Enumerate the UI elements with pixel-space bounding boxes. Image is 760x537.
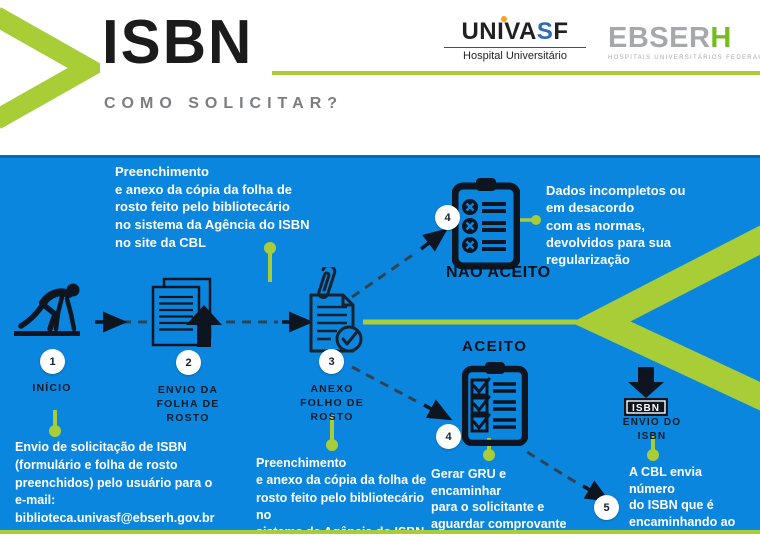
univasf-wordmark: UNIVASF (461, 16, 569, 45)
step-5-number: 5 (594, 495, 619, 520)
isbn-box-label: ISBN (632, 403, 660, 414)
isbn-download-icon: ISBN (624, 367, 668, 416)
univasf-s: S (536, 18, 554, 45)
attachment-document-icon (309, 267, 363, 353)
univasf-tagline: Hospital Universitário (463, 50, 567, 62)
page-title: ISBN (102, 7, 254, 77)
panel-bottom-border (0, 530, 760, 534)
step-2-number: 2 (176, 350, 201, 375)
step-3-note: Preenchimento e anexo da cópia da folha … (256, 456, 427, 537)
univasf-rule (444, 47, 586, 48)
green-dots (49, 215, 659, 461)
univasf-va: VA (504, 18, 537, 45)
title-rule (272, 71, 760, 75)
step-2-note: Preenchimento e anexo da cópia da folha … (115, 164, 310, 250)
flow-lines (49, 215, 760, 502)
step-1-note: Envio de solicitação de ISBN (formulário… (15, 440, 215, 525)
univasf-f: F (553, 18, 569, 45)
step-5-note: A CBL envia número do ISBN que é encamin… (629, 465, 736, 537)
univasf-un: UN (461, 18, 498, 45)
step-4-approved-number: 4 (436, 424, 461, 449)
ebserh-h: H (710, 22, 732, 54)
ebserh-wordmark: EBSERH (608, 24, 748, 53)
step-4-rejected-number: 4 (435, 205, 460, 230)
arrow-up-right-icon (419, 228, 448, 252)
approved-note: Gerar GRU e encaminhar para o solicitant… (431, 467, 567, 537)
ebserh-logo: EBSERH HOSPITAIS UNIVERSITÁRIOS FEDERAIS (608, 24, 760, 62)
ebserh-gray: EBSER (608, 22, 711, 54)
step-5-label: ENVIO DO ISBN (622, 417, 682, 442)
ebserh-tagline: HOSPITAIS UNIVERSITÁRIOS FEDERAIS (608, 55, 760, 61)
rejected-note: Dados incompletos ou em desacordo com as… (546, 183, 686, 268)
univasf-dot-icon (501, 16, 508, 22)
panel-top-border (0, 155, 760, 158)
documents-upload-icon (151, 277, 222, 347)
runner-start-icon (14, 283, 80, 336)
clipboard-rejected-icon (452, 178, 520, 270)
flowchart-panel: ISBN 1 2 3 4 4 5 INÍCIO ENVIO DA FOLHA D… (0, 155, 760, 537)
page-subtitle: COMO SOLICITAR? (104, 95, 344, 112)
clipboard-approved-icon (462, 362, 528, 446)
approved-heading: ACEITO (462, 338, 528, 355)
arrow-down-right-icon (582, 480, 611, 502)
arrow-down-right-icon (423, 399, 453, 421)
chevron-right-icon (0, 7, 100, 129)
step-1-number: 1 (40, 349, 65, 374)
header: ISBN COMO SOLICITAR? UNIVASF Hospital Un… (0, 0, 760, 155)
step-3-number: 3 (319, 349, 344, 374)
univasf-logo: UNIVASF Hospital Universitário (444, 16, 586, 62)
step-1-label: INÍCIO (32, 382, 72, 394)
step-3-label: ANEXO FOLHO DE ROSTO (300, 383, 364, 424)
step-2-label: ENVIO DA FOLHA DE ROSTO (156, 384, 220, 425)
rejected-heading: NÃO ACEITO (446, 264, 551, 281)
univasf-i: I (497, 18, 505, 45)
